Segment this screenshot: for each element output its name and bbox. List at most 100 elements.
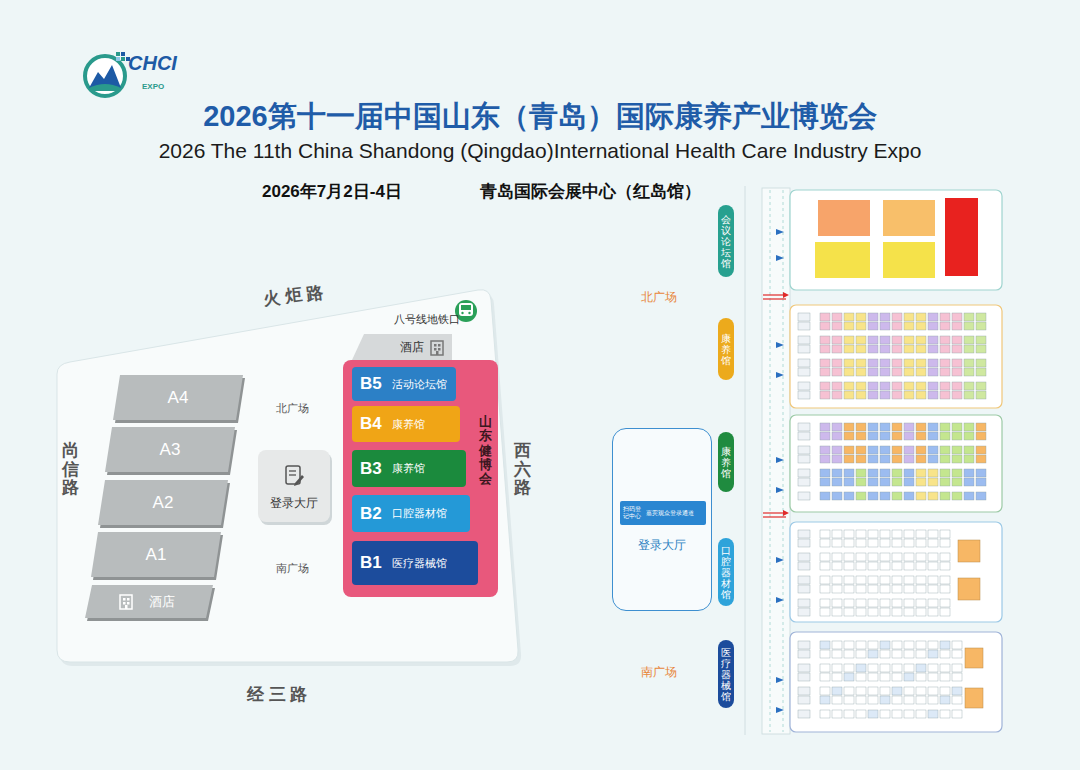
- booth: [844, 469, 854, 477]
- booth: [952, 313, 962, 321]
- booth: [904, 368, 914, 376]
- building-face: [105, 427, 235, 472]
- subtitle: 2026 The 11th China Shandong (Qingdao)In…: [159, 139, 922, 163]
- hotel-icon: [119, 593, 133, 609]
- booth: [868, 492, 878, 500]
- corridor-line: [783, 190, 784, 732]
- venue: 青岛国际会展中心（红岛馆）: [480, 180, 701, 203]
- booth: [904, 562, 914, 570]
- booth: [880, 696, 890, 704]
- booth: [820, 492, 830, 500]
- booth: [832, 391, 842, 399]
- subway-exit: 八号线地铁口: [394, 312, 460, 327]
- booth: [892, 599, 902, 607]
- booth: [820, 382, 830, 390]
- booth: [868, 585, 878, 593]
- booth: [940, 539, 950, 547]
- booth: [820, 696, 830, 704]
- booth: [916, 553, 926, 561]
- booth: [832, 585, 842, 593]
- booth: [916, 641, 926, 649]
- booth: [856, 455, 866, 463]
- booth: [976, 423, 986, 431]
- booth: [940, 585, 950, 593]
- booth: [964, 345, 974, 353]
- node-title: B4: [360, 414, 382, 434]
- booth: [856, 673, 866, 681]
- booth: [798, 673, 810, 681]
- registration-hall: 登录大厅: [258, 450, 330, 522]
- booth: [820, 359, 830, 367]
- booth: [798, 710, 810, 718]
- booth: [868, 368, 878, 376]
- booth: [940, 530, 950, 538]
- booth: [798, 539, 810, 547]
- booth: [940, 553, 950, 561]
- booth: [940, 368, 950, 376]
- booth: [856, 585, 866, 593]
- hotel-icon: [430, 339, 444, 355]
- logo-text: CHCI: [128, 52, 177, 75]
- booth: [880, 336, 890, 344]
- booth: [820, 641, 830, 649]
- booth: [892, 446, 902, 454]
- booth: [904, 469, 914, 477]
- booth: [856, 345, 866, 353]
- title: 2026第十一届中国山东（青岛）国际康养产业博览会: [203, 97, 877, 137]
- booth: [928, 391, 938, 399]
- booth: [952, 345, 962, 353]
- booth: [928, 469, 938, 477]
- booth: [868, 553, 878, 561]
- booth: [976, 359, 986, 367]
- booth: [940, 687, 950, 695]
- booth: [952, 432, 962, 440]
- booth: [940, 382, 950, 390]
- booth: [940, 599, 950, 607]
- node-title: 扫码登记中心: [623, 506, 642, 520]
- booth: [904, 650, 914, 658]
- booth: [952, 322, 962, 330]
- booth: [928, 322, 938, 330]
- node-title: B3: [360, 459, 382, 479]
- booth: [880, 382, 890, 390]
- booth: [820, 664, 830, 672]
- booth: [928, 562, 938, 570]
- icon-part: [127, 602, 130, 605]
- booth: [856, 687, 866, 695]
- booth: [798, 313, 810, 321]
- booth: [904, 710, 914, 718]
- icon-part: [127, 598, 130, 601]
- booth: [976, 455, 986, 463]
- booth: [844, 585, 854, 593]
- logo-pixel: [116, 57, 120, 61]
- booth: [868, 322, 878, 330]
- booth: [856, 664, 866, 672]
- vertical-hall-name: 医疗器械馆: [721, 647, 731, 702]
- booth: [844, 673, 854, 681]
- booth: [928, 585, 938, 593]
- booth: [892, 322, 902, 330]
- booth: [904, 530, 914, 538]
- booth: [880, 608, 890, 616]
- booth: [964, 492, 974, 500]
- booth: [820, 687, 830, 695]
- booth: [880, 599, 890, 607]
- booth: [798, 608, 810, 616]
- booth: [844, 608, 854, 616]
- booth: [868, 608, 878, 616]
- booth: [868, 359, 878, 367]
- node-title: A4: [168, 388, 189, 408]
- booth: [916, 391, 926, 399]
- title-wrap: 2026第十一届中国山东（青岛）国际康养产业博览会: [0, 97, 1080, 137]
- booth: [880, 562, 890, 570]
- booth: [798, 696, 810, 704]
- booth: [820, 469, 830, 477]
- booth: [952, 382, 962, 390]
- plaza-name: 南广场: [641, 664, 677, 681]
- booth: [904, 432, 914, 440]
- booth: [868, 641, 878, 649]
- booth: [940, 673, 950, 681]
- booth: [844, 696, 854, 704]
- booth: [820, 562, 830, 570]
- booth: [928, 710, 938, 718]
